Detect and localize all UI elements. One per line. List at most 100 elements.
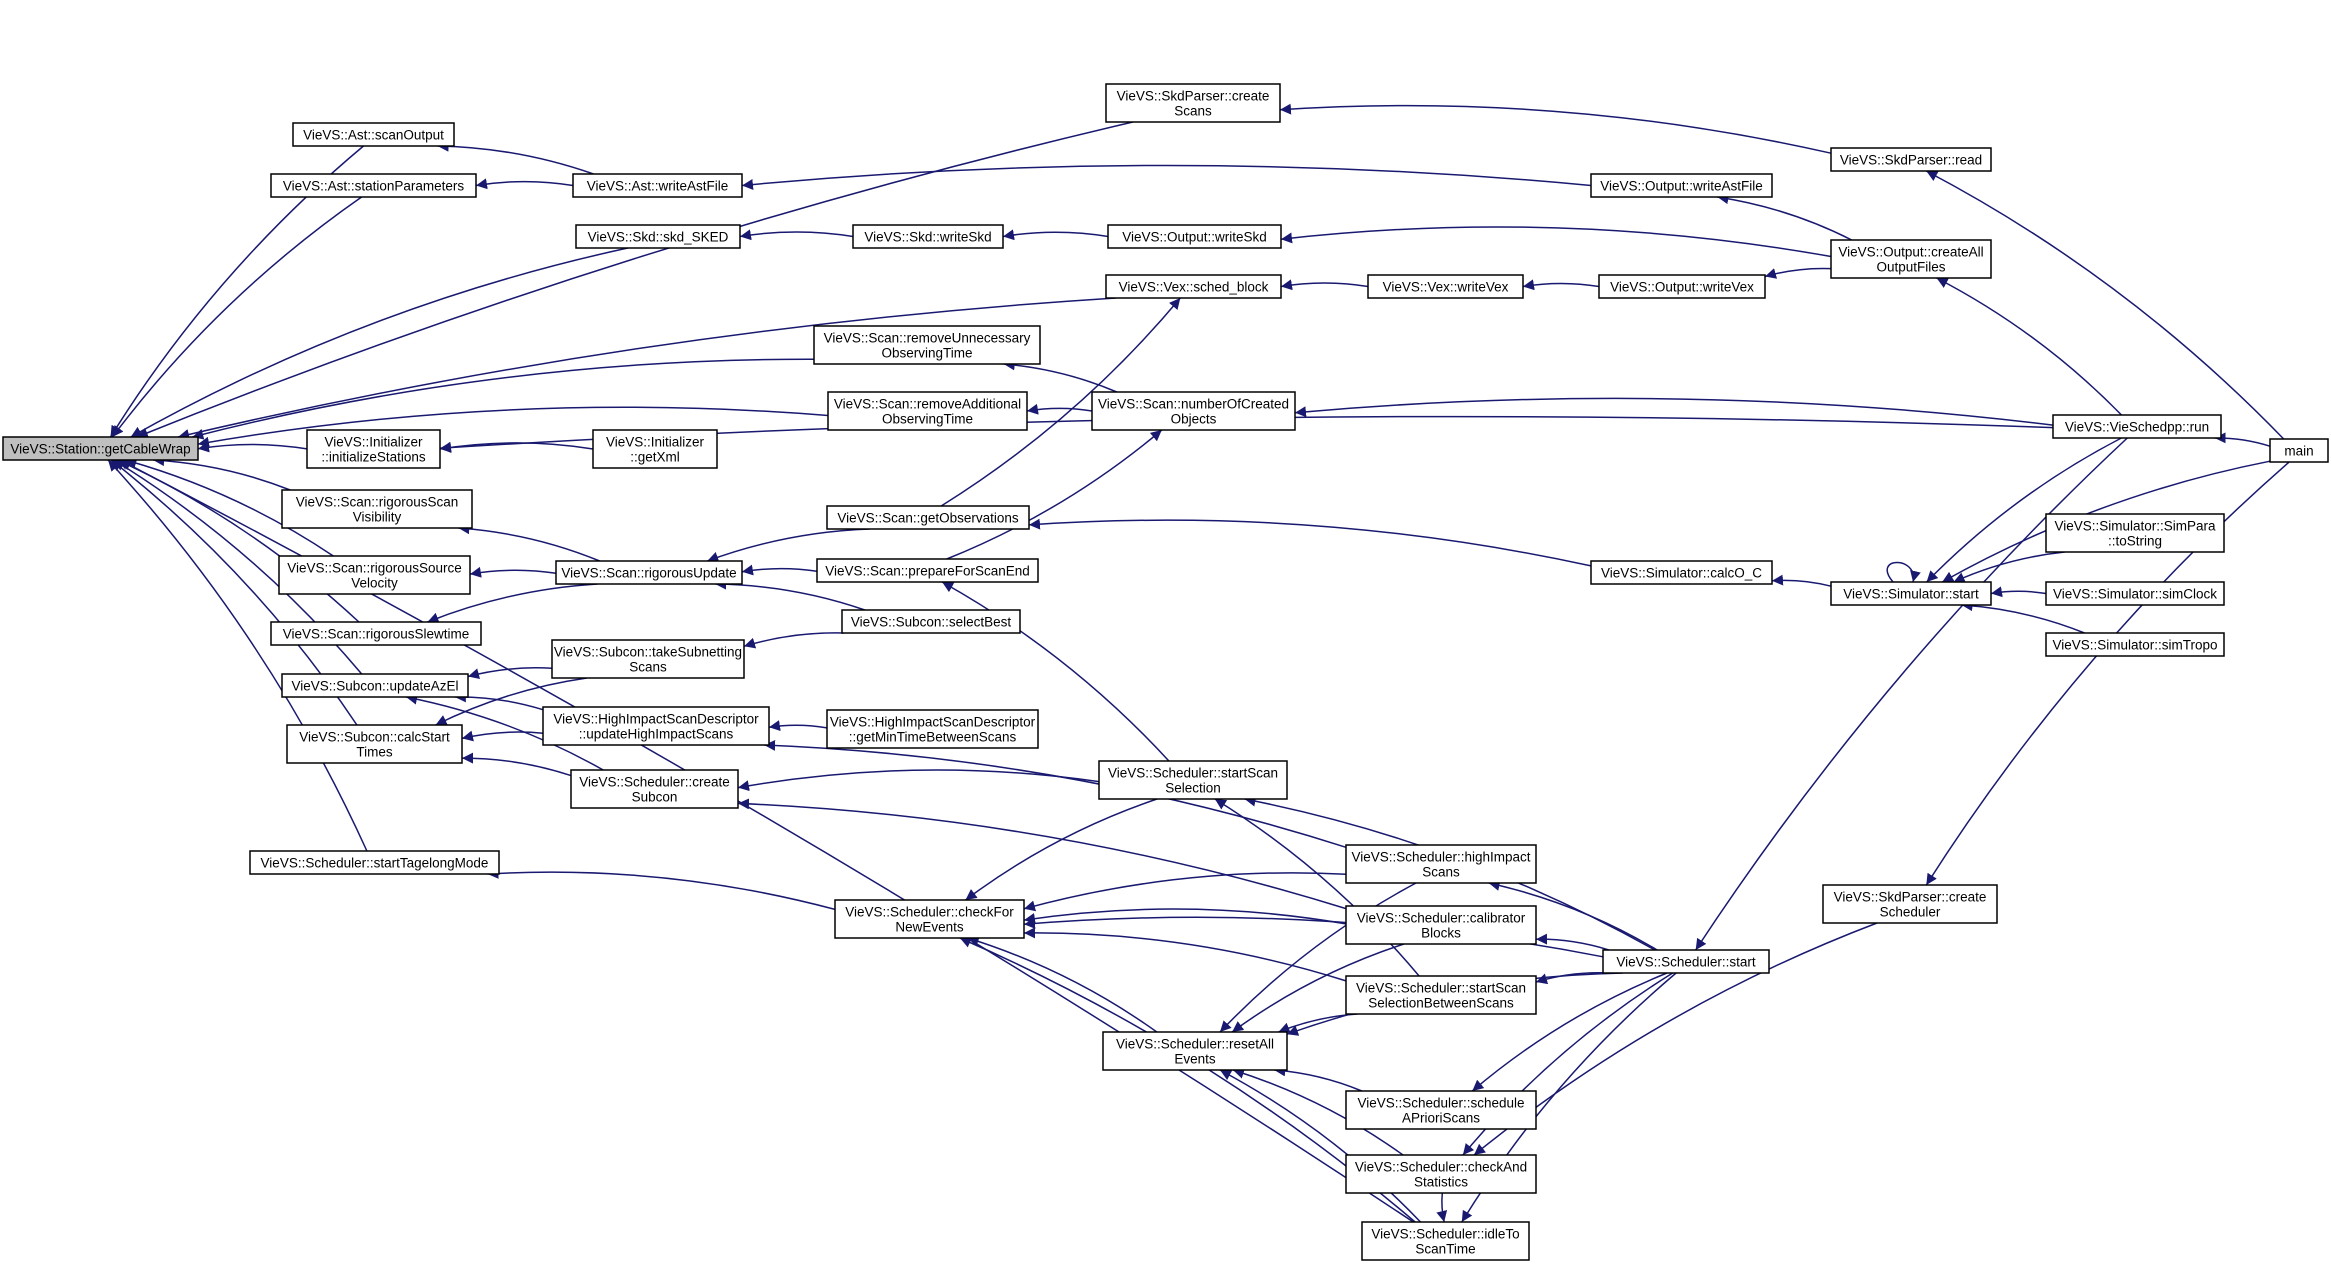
node-VieSchedpp_run[interactable]: VieVS::VieSchedpp::run (2052, 414, 2222, 439)
node-box (1105, 274, 1282, 299)
edge-Output_createAllOutputFiles-to-Output_writeAstFile (1717, 193, 1853, 241)
edge-Scheduler_createSubcon-to-Subcon_updateAzEl (405, 693, 604, 771)
node-Ast_scanOutput[interactable]: VieVS::Ast::scanOutput (292, 122, 455, 147)
node-label: VieVS::SkdParser::create (1834, 890, 1987, 905)
node-box (1590, 560, 1773, 585)
node-box (1361, 1221, 1530, 1261)
node-Scan_rigorousSlewtime[interactable]: VieVS::Scan::rigorousSlewtime (270, 621, 482, 646)
node-Ast_stationParameters[interactable]: VieVS::Ast::stationParameters (270, 173, 477, 198)
node-box (1822, 884, 1998, 924)
node-label: VieVS::Scheduler::resetAll (1116, 1037, 1274, 1052)
node-Vex_writeVex[interactable]: VieVS::Vex::writeVex (1367, 274, 1524, 299)
edge-main-to-Simulator_start (1941, 460, 2271, 583)
edge-Scan_prepareForScanEnd-to-Scan_numberOfCreated (946, 429, 1163, 560)
node-label: ::getXml (630, 450, 680, 465)
node-box (826, 505, 1030, 530)
node-label: Scans (629, 660, 667, 675)
node-box (2045, 513, 2225, 553)
node-Scheduler_startScanSelectionBetweenScans[interactable]: VieVS::Scheduler::startScanSelectionBetw… (1345, 975, 1537, 1015)
edge-VieSchedpp_run-to-Simulator_start (1926, 437, 2122, 583)
node-Simulator_simClock[interactable]: VieVS::Simulator::simClock (2045, 581, 2225, 606)
edge-Scheduler_highImpactScans-to-Scheduler_checkForNewEvents (1023, 872, 1347, 912)
node-label: VieVS::Vex::sched_block (1119, 280, 1269, 295)
node-Initializer_initializeStations[interactable]: VieVS::Initializer::initializeStations (306, 429, 441, 469)
node-Simulator_start[interactable]: VieVS::Simulator::start (1830, 581, 1992, 606)
node-Output_writeSkd[interactable]: VieVS::Output::writeSkd (1107, 224, 1282, 249)
edge-Scan_numberOfCreated-to-Scan_removeUnnecessary (1003, 359, 1118, 393)
node-label: Scans (1174, 104, 1212, 119)
node-box (2045, 632, 2225, 657)
node-Scan_getObservations[interactable]: VieVS::Scan::getObservations (826, 505, 1030, 530)
node-SkdParser_read[interactable]: VieVS::SkdParser::read (1830, 147, 1992, 172)
edge-Scheduler_checkAndStatistics-to-Scheduler_idleToScanTime (1436, 1192, 1448, 1223)
node-label: VieVS::Output::writeSkd (1122, 230, 1267, 245)
node-Scan_removeUnnecessary[interactable]: VieVS::Scan::removeUnnecessaryObservingT… (813, 325, 1041, 365)
node-label: Scheduler (1880, 905, 1941, 920)
edge-Skd_skd_SKED-to-getCableWrap (130, 247, 628, 438)
edge-Scheduler_startScanSelection-to-Scan_prepareForScanEnd (941, 581, 1170, 762)
node-box (1098, 760, 1288, 800)
node-main[interactable]: main (2269, 438, 2329, 463)
node-Scheduler_start[interactable]: VieVS::Scheduler::start (1602, 949, 1770, 974)
node-Vex_sched_block[interactable]: VieVS::Vex::sched_block (1105, 274, 1282, 299)
node-label: VieVS::Scheduler::startScan (1108, 766, 1278, 781)
node-Simulator_calcO_C[interactable]: VieVS::Simulator::calcO_C (1590, 560, 1773, 585)
node-Simulator_simTropo[interactable]: VieVS::Simulator::simTropo (2045, 632, 2225, 657)
node-Skd_skd_SKED[interactable]: VieVS::Skd::skd_SKED (575, 224, 741, 249)
edge-Scheduler_highImpactScans-to-Scheduler_resetAllEvents (1219, 882, 1417, 1033)
node-label: main (2284, 444, 2313, 459)
node-HISD_getMinTimeBetweenScans[interactable]: VieVS::HighImpactScanDescriptor::getMinT… (826, 709, 1039, 749)
node-Output_writeAstFile[interactable]: VieVS::Output::writeAstFile (1590, 173, 1773, 198)
node-Scan_rigorousUpdate[interactable]: VieVS::Scan::rigorousUpdate (555, 560, 743, 585)
edge-Ast_stationParameters-to-getCableWrap (111, 196, 363, 438)
edge-Scan_rigorousScanVisibility-to-getCableWrap (153, 455, 291, 491)
edge-Scan_rigorousUpdate-to-Scan_rigorousSlewtime (427, 583, 598, 624)
node-Scan_prepareForScanEnd[interactable]: VieVS::Scan::prepareForScanEnd (816, 558, 1039, 583)
node-Scheduler_startTagelongMode[interactable]: VieVS::Scheduler::startTagelongMode (249, 850, 500, 875)
node-box (292, 122, 455, 147)
node-Subcon_updateAzEl[interactable]: VieVS::Subcon::updateAzEl (281, 673, 469, 698)
node-box (1830, 147, 1992, 172)
node-box (2045, 581, 2225, 606)
edge-Scan_rigorousUpdate-to-Scan_rigorousSourceVelocity (469, 566, 557, 578)
node-box (1345, 844, 1537, 884)
node-label: Visibility (353, 510, 402, 525)
node-Skd_writeSkd[interactable]: VieVS::Skd::writeSkd (852, 224, 1004, 249)
node-label: NewEvents (895, 920, 964, 935)
edge-Scheduler_checkForNewEvents-to-Scheduler_startTagelongMode (487, 867, 836, 911)
node-label: Objects (1171, 412, 1217, 427)
node-label: VieVS::Ast::stationParameters (283, 179, 465, 194)
node-Output_writeVex[interactable]: VieVS::Output::writeVex (1598, 274, 1766, 299)
node-label: VieVS::Simulator::SimPara (2054, 519, 2216, 534)
node-Scan_removeAdditional[interactable]: VieVS::Scan::removeAdditionalObservingTi… (827, 391, 1028, 431)
node-label: VieVS::Ast::writeAstFile (587, 179, 729, 194)
edge-Scheduler_start-to-Scheduler_calibratorBlocks (1535, 933, 1610, 951)
node-getCableWrap[interactable]: VieVS::Station::getCableWrap (2, 436, 199, 461)
node-Ast_writeAstFile[interactable]: VieVS::Ast::writeAstFile (572, 173, 743, 198)
node-label: VieVS::Skd::writeSkd (864, 230, 991, 245)
node-label: VieVS::Simulator::simClock (2053, 587, 2217, 602)
node-Initializer_getXml[interactable]: VieVS::Initializer::getXml (592, 429, 718, 469)
node-Simulator_SimPara_toString[interactable]: VieVS::Simulator::SimPara::toString (2045, 513, 2225, 553)
node-HISD_updateHighImpactScans[interactable]: VieVS::HighImpactScanDescriptor::updateH… (542, 706, 770, 746)
edge-Scheduler_calibratorBlocks-to-Scheduler_resetAllEvents (1231, 943, 1405, 1033)
node-label: VieVS::Scheduler::highImpact (1351, 850, 1530, 865)
node-Subcon_selectBest[interactable]: VieVS::Subcon::selectBest (841, 609, 1021, 634)
